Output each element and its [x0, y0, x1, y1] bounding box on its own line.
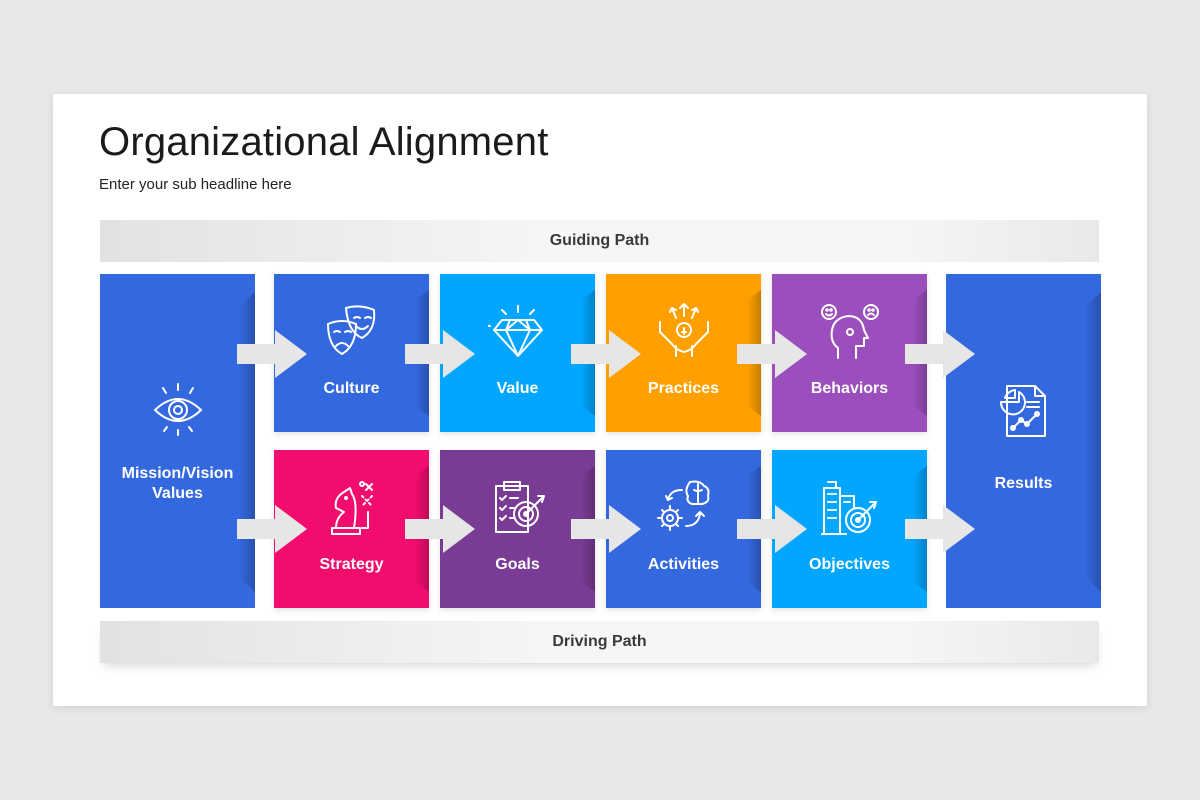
eye-icon: [151, 382, 205, 436]
card-objectives: Objectives: [772, 450, 927, 608]
chess-knight-icon: [322, 478, 382, 538]
page-title: Organizational Alignment: [99, 120, 549, 164]
values-label: Values: [152, 485, 203, 502]
card-label: Value: [496, 380, 539, 397]
page-subtitle: Enter your sub headline here: [99, 176, 292, 193]
fold-shadow: [1085, 292, 1101, 592]
flow-arrow: [571, 330, 641, 378]
slide: Organizational Alignment Enter your sub …: [53, 94, 1147, 706]
driving-path-label: Driving Path: [552, 633, 647, 650]
flow-arrow: [737, 505, 807, 553]
head-emotions-icon: [820, 302, 880, 362]
card-label: Activities: [647, 556, 720, 573]
card-label: Strategy: [319, 556, 384, 573]
brain-gear-icon: [654, 478, 714, 538]
flow-arrow: [237, 505, 307, 553]
card-strategy: Strategy: [274, 450, 429, 608]
card-label: Behaviors: [810, 380, 889, 397]
clipboard-target-icon: [488, 478, 548, 538]
results-block: Results: [946, 274, 1101, 608]
mission-vision-block: Mission/Vision Values: [100, 274, 255, 608]
card-culture: Culture: [274, 274, 429, 432]
guiding-path-band: Guiding Path: [100, 220, 1099, 262]
report-chart-icon: [995, 382, 1053, 440]
mission-vision-label: Mission/Vision: [121, 465, 234, 482]
card-label: Goals: [495, 556, 540, 573]
fold-shadow: [239, 292, 255, 592]
hands-arrows-icon: [654, 302, 714, 362]
flow-arrow: [571, 505, 641, 553]
guiding-path-label: Guiding Path: [549, 232, 650, 249]
flow-arrow: [905, 330, 975, 378]
driving-path-band: Driving Path: [100, 621, 1099, 663]
flow-arrow: [905, 505, 975, 553]
card-label: Culture: [323, 380, 380, 397]
theater-masks-icon: [322, 302, 382, 362]
card-label: Practices: [647, 380, 720, 397]
building-target-icon: [820, 478, 880, 538]
flow-arrow: [237, 330, 307, 378]
results-label: Results: [994, 475, 1053, 492]
diamond-icon: [487, 302, 548, 362]
flow-arrow: [405, 330, 475, 378]
card-label: Objectives: [809, 556, 890, 573]
flow-arrow: [405, 505, 475, 553]
flow-arrow: [737, 330, 807, 378]
